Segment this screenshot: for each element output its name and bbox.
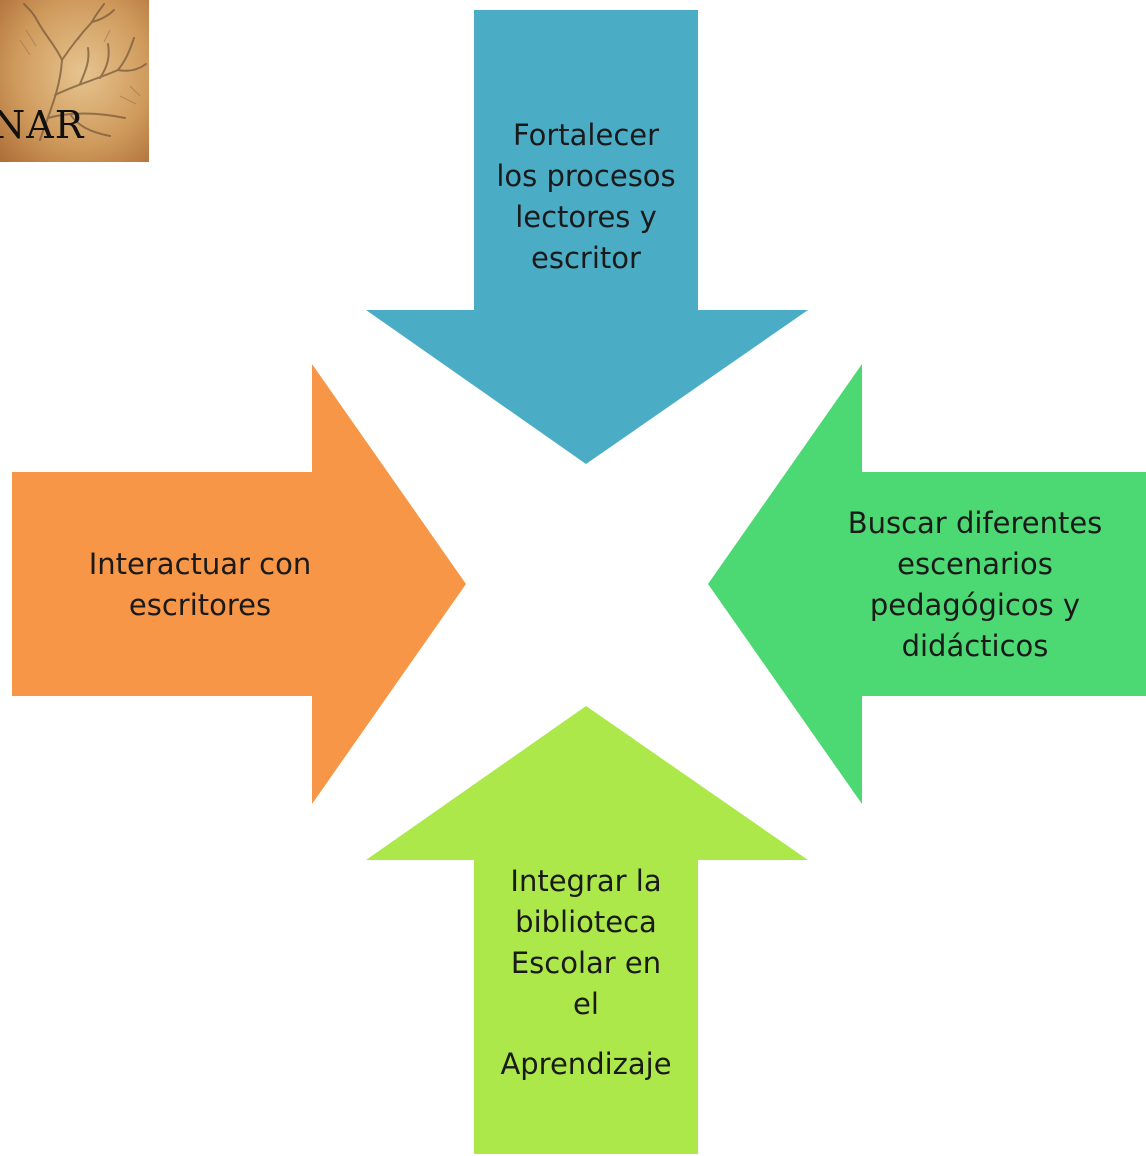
arrow-top-line: escritor <box>531 241 641 275</box>
arrow-right-line: didácticos <box>901 629 1049 663</box>
arrow-bottom-line: Integrar la <box>510 864 662 898</box>
arrow-bottom-line: Escolar en <box>510 946 662 980</box>
arrow-right-line: pedagógicos y <box>869 588 1081 622</box>
arrow-left-label: Interactuar con escritores <box>20 540 380 630</box>
arrow-top-line: los procesos <box>496 159 676 193</box>
arrow-left-line: escritores <box>128 588 272 622</box>
arrow-top-label: Fortalecer los procesos lectores y escri… <box>466 112 706 282</box>
logo: NAR <box>0 0 149 162</box>
arrow-right-line: Buscar diferentes <box>847 506 1103 540</box>
arrow-right-line: escenarios <box>897 547 1053 581</box>
arrow-top <box>366 10 808 464</box>
arrow-right-label: Buscar diferentes escenarios pedagógicos… <box>820 500 1130 670</box>
arrow-top-line: Fortalecer <box>512 118 660 152</box>
arrow-bottom-line: biblioteca <box>515 905 657 939</box>
arrow-bottom-line: Aprendizaje <box>500 1047 672 1081</box>
arrow-bottom-label: Integrar la biblioteca Escolar en el Apr… <box>466 862 706 1084</box>
arrow-top-line: lectores y <box>515 200 657 234</box>
arrow-right <box>708 364 1146 804</box>
logo-tree-image <box>0 0 149 162</box>
logo-text: NAR <box>0 103 85 147</box>
arrow-bottom-line: el <box>573 987 599 1021</box>
arrow-bottom <box>366 706 808 1154</box>
arrow-left-line: Interactuar con <box>88 547 312 581</box>
arrow-left <box>12 364 466 804</box>
